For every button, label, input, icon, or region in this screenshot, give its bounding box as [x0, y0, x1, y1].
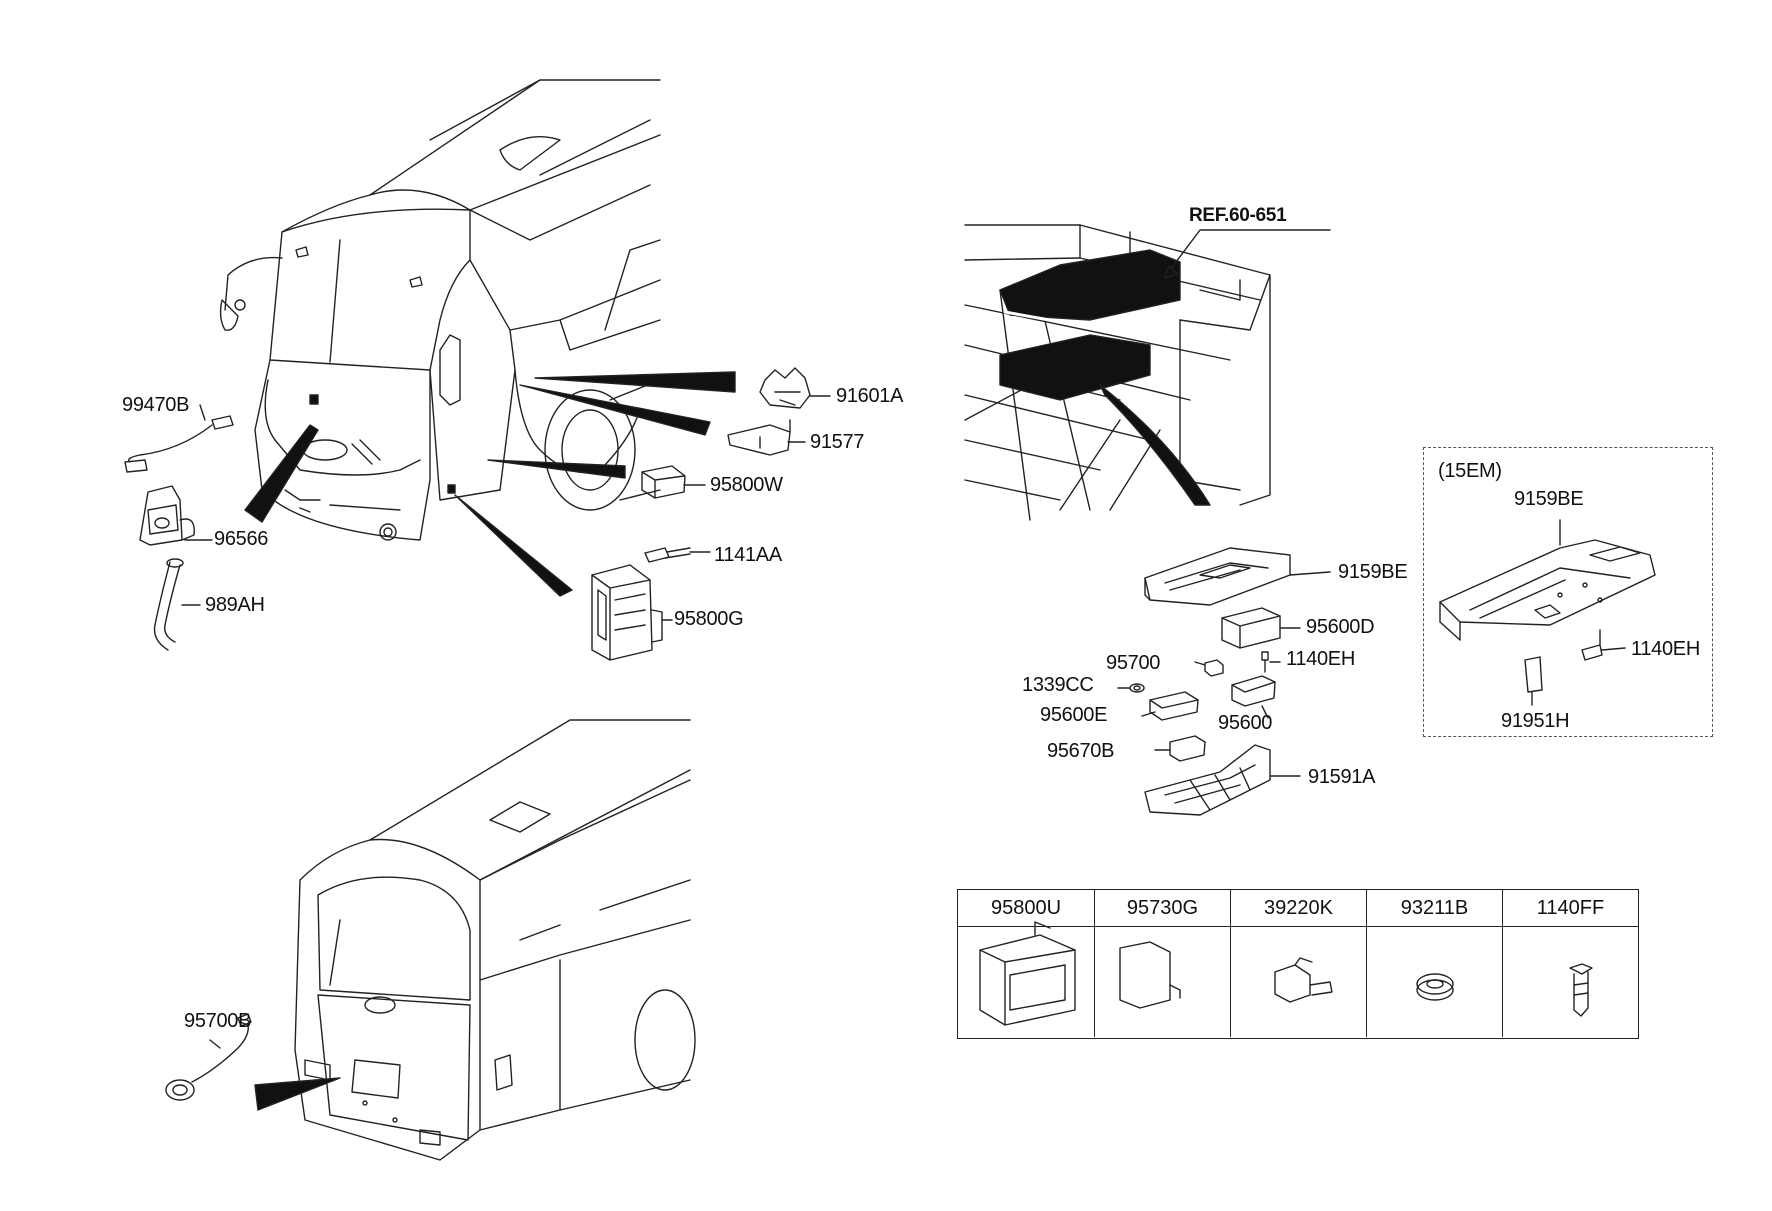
table-header: 93211B: [1367, 890, 1502, 927]
table-header: 95730G: [1095, 890, 1230, 927]
sensor-icon: [1231, 928, 1366, 1037]
part-label: 91591A: [1308, 766, 1376, 788]
front-bus-drawing: [219, 79, 736, 597]
bolt-icon: [1503, 928, 1638, 1037]
table-cell: 1140FF: [1503, 890, 1638, 1037]
table-cell: 39220K: [1231, 890, 1367, 1037]
part-label: 1140EH: [1286, 648, 1355, 670]
part-label: 95700B: [184, 1010, 252, 1032]
part-label: 95800W: [710, 474, 783, 496]
inset-part-label: 9159BE: [1514, 488, 1584, 510]
part-label: 95800G: [674, 608, 744, 630]
part-label: 95600D: [1306, 616, 1375, 638]
part-label: 95600: [1218, 712, 1273, 734]
table-header: 1140FF: [1503, 890, 1638, 927]
inset-box: (15EM) 9159BE 1140EH 91951H: [1423, 447, 1713, 737]
inset-part-label: 1140EH: [1631, 638, 1700, 660]
part-label: 1339CC: [1022, 674, 1094, 696]
table-header: 39220K: [1231, 890, 1366, 927]
part-label: 91577: [810, 431, 865, 453]
part-label: 91601A: [836, 385, 904, 407]
front-parts-drawings: [124, 367, 811, 661]
frame-drawing: [964, 224, 1331, 521]
inset-drawing: [1439, 519, 1656, 706]
table-header: 95800U: [958, 890, 1094, 927]
part-label: 95700: [1106, 652, 1161, 674]
part-label: 95600E: [1040, 704, 1108, 726]
part-label: 989AH: [205, 594, 265, 616]
rear-bus-drawing: [165, 719, 696, 1161]
module-icon: [958, 928, 1094, 1037]
ref-label: REF.60-651: [1189, 205, 1287, 226]
table-cell: 95800U: [958, 890, 1095, 1037]
part-label: 96566: [214, 528, 269, 550]
part-label: 1141AA: [714, 544, 782, 566]
table-icons: [979, 921, 1593, 1026]
part-label: 9159BE: [1338, 561, 1408, 583]
inset-title: (15EM): [1438, 460, 1502, 482]
ring-icon: [1367, 928, 1502, 1037]
box-icon: [1095, 928, 1230, 1037]
inset-part-label: 91951H: [1501, 710, 1570, 732]
part-label: 95670B: [1047, 740, 1115, 762]
table-cell: 95730G: [1095, 890, 1231, 1037]
center-parts-drawings: [181, 395, 1331, 1049]
parts-table: 95800U 95730G 39220K 93211B 1140FF: [957, 889, 1639, 1039]
part-label: 99470B: [122, 394, 190, 416]
table-cell: 93211B: [1367, 890, 1503, 1037]
